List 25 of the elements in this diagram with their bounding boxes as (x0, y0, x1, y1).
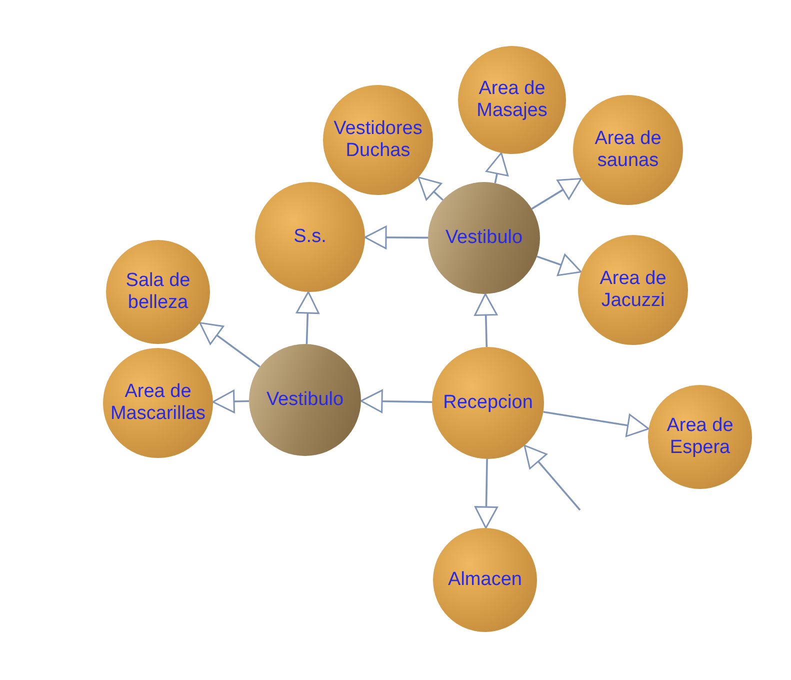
arrow (524, 444, 581, 511)
node-label: S.s. (294, 226, 326, 248)
arrow (296, 291, 320, 344)
arrow (543, 410, 650, 438)
node-label: Sala de belleza (124, 270, 192, 314)
node-label: Vestibulo (445, 227, 523, 249)
arrow (486, 152, 509, 184)
arrow (474, 293, 498, 348)
node-label: Area de Masajes (476, 78, 548, 122)
node-label: Vestibulo (266, 389, 344, 411)
node-label: Area de Jacuzzi (598, 268, 668, 312)
arrow (360, 390, 432, 413)
arrow (474, 458, 498, 529)
arrow (418, 176, 444, 201)
node-label: Area de saunas (594, 128, 662, 172)
node-label: Recepcion (443, 392, 533, 414)
node-label: Almacen (448, 569, 522, 591)
node-label: Area de Espera (666, 415, 734, 459)
node-label: Vestidores Duchas (332, 118, 424, 162)
arrow (212, 390, 250, 414)
arrow (199, 322, 260, 368)
arrow (531, 178, 582, 210)
node-label: Area de Mascarillas (109, 381, 207, 425)
arrow (364, 226, 428, 250)
arrow (536, 254, 582, 276)
